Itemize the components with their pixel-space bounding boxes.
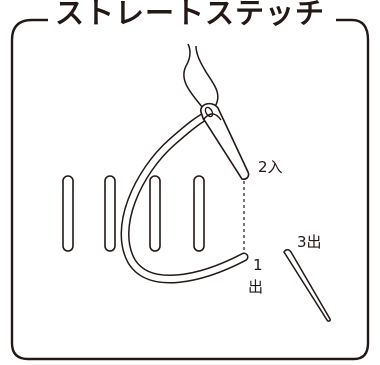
thread-through-eye	[202, 113, 222, 121]
label-point-2: 2入	[258, 158, 283, 176]
needle	[200, 102, 250, 180]
label-point-3: 3出	[297, 233, 322, 251]
page-title: ストレートステッチ	[55, 0, 325, 30]
thread-tail	[183, 43, 207, 113]
thread-tail	[195, 45, 219, 109]
existing-stitch	[104, 175, 116, 252]
needle-tip-3	[283, 249, 331, 322]
existing-stitch	[62, 175, 74, 252]
diagram-frame	[10, 18, 370, 361]
thread-loop-inner	[122, 111, 247, 283]
label-point-1-word: 出	[248, 278, 263, 296]
existing-stitch	[149, 175, 161, 252]
existing-stitch	[193, 175, 205, 252]
label-point-1-number: 1	[253, 256, 263, 274]
